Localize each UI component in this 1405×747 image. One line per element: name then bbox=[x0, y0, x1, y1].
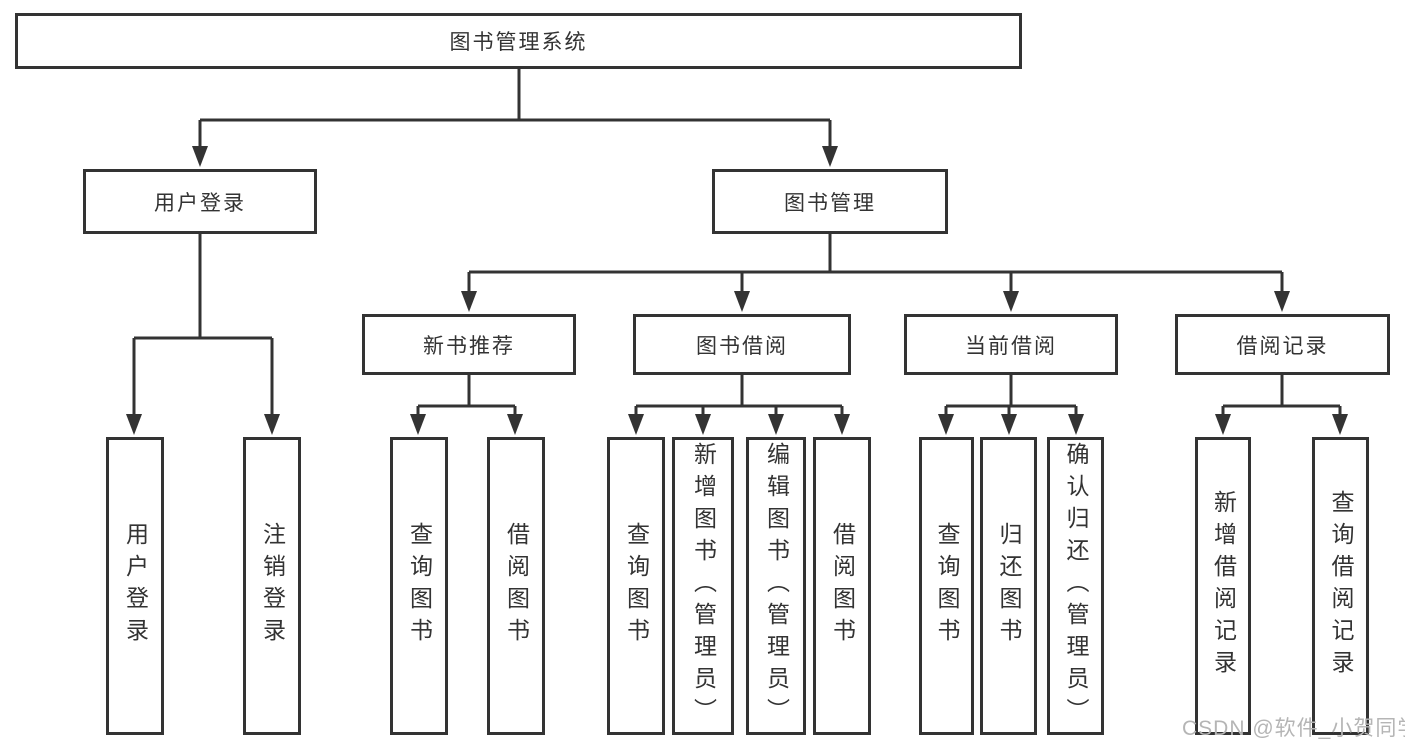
leaf-cb-query-books-label: 查询图书 bbox=[934, 522, 960, 650]
leaf-cb-return-books-label: 归还图书 bbox=[996, 522, 1022, 650]
leaf-user-login: 用户登录 bbox=[106, 437, 164, 735]
leaf-bb-add-books-admin: 新增图书（管理员） bbox=[672, 437, 734, 735]
node-borrow-records-label: 借阅记录 bbox=[1236, 334, 1329, 358]
leaf-bb-edit-books-admin: 编辑图书（管理员） bbox=[746, 437, 806, 735]
leaf-nbr-query-books-label: 查询图书 bbox=[406, 522, 433, 650]
leaf-nbr-borrow-books-label: 借阅图书 bbox=[503, 522, 530, 650]
leaf-bb-query-books: 查询图书 bbox=[607, 437, 665, 735]
leaf-bb-edit-books-admin-label: 编辑图书（管理员） bbox=[763, 442, 790, 730]
node-book-borrow: 图书借阅 bbox=[633, 314, 851, 375]
leaf-br-query-record: 查询借阅记录 bbox=[1312, 437, 1369, 735]
csdn-watermark: CSDN @软件_小贺同学 bbox=[1182, 717, 1405, 740]
node-user-login-label: 用户登录 bbox=[154, 191, 246, 215]
node-borrow-records: 借阅记录 bbox=[1175, 314, 1390, 375]
leaf-bb-add-books-admin-label: 新增图书（管理员） bbox=[690, 442, 717, 730]
leaf-br-query-record-label: 查询借阅记录 bbox=[1328, 490, 1354, 682]
node-current-borrow: 当前借阅 bbox=[904, 314, 1118, 375]
node-book-management-label: 图书管理 bbox=[784, 191, 876, 215]
leaf-nbr-borrow-books: 借阅图书 bbox=[487, 437, 545, 735]
leaf-nbr-query-books: 查询图书 bbox=[390, 437, 448, 735]
node-root-label: 图书管理系统 bbox=[449, 31, 588, 54]
node-book-management: 图书管理 bbox=[712, 169, 948, 234]
leaf-cb-query-books: 查询图书 bbox=[919, 437, 974, 735]
leaf-cb-return-books: 归还图书 bbox=[980, 437, 1037, 735]
leaf-br-add-record-label: 新增借阅记录 bbox=[1210, 490, 1237, 682]
node-book-borrow-label: 图书借阅 bbox=[696, 334, 788, 358]
leaf-cb-confirm-return-admin: 确认归还（管理员） bbox=[1047, 437, 1104, 735]
leaf-br-add-record: 新增借阅记录 bbox=[1195, 437, 1251, 735]
leaf-bb-borrow-books: 借阅图书 bbox=[813, 437, 871, 735]
leaf-user-login-label: 用户登录 bbox=[122, 522, 149, 650]
leaf-cb-confirm-return-admin-label: 确认归还（管理员） bbox=[1063, 442, 1089, 730]
node-new-book-recommend-label: 新书推荐 bbox=[423, 334, 515, 358]
leaf-bb-borrow-books-label: 借阅图书 bbox=[829, 522, 856, 650]
node-new-book-recommend: 新书推荐 bbox=[362, 314, 576, 375]
leaf-logout-label: 注销登录 bbox=[259, 522, 286, 650]
node-root: 图书管理系统 bbox=[15, 13, 1022, 69]
leaf-bb-query-books-label: 查询图书 bbox=[623, 522, 650, 650]
leaf-logout: 注销登录 bbox=[243, 437, 301, 735]
node-user-login: 用户登录 bbox=[83, 169, 317, 234]
node-current-borrow-label: 当前借阅 bbox=[965, 334, 1057, 358]
